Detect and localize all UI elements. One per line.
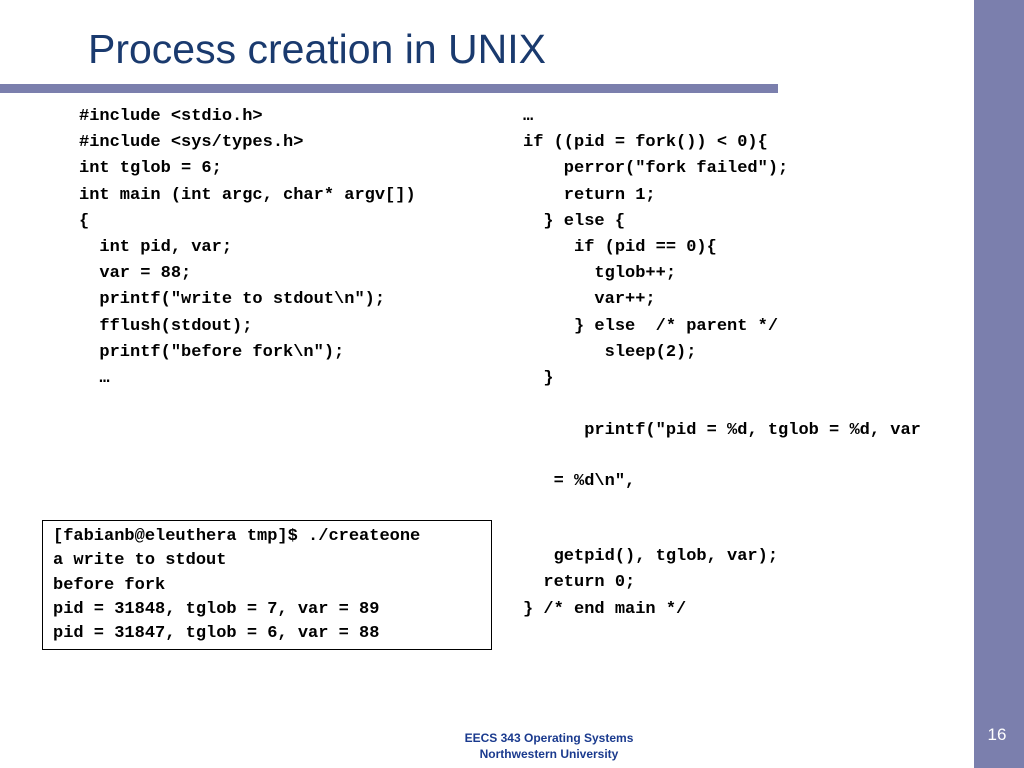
code-line: var = 88;	[79, 264, 192, 284]
code-line: …	[523, 107, 534, 126]
code-line: #include <sys/types.h>	[79, 133, 304, 153]
code-line: sleep(2);	[523, 342, 697, 362]
slide-title: Process creation in UNIX	[88, 26, 547, 72]
footer-university: Northwestern University	[479, 746, 619, 761]
code-line-wrapped: printf("pid = %d, tglob = %d, var = %d\n…	[523, 392, 921, 544]
terminal-line: pid = 31848, tglob = 7, var = 89	[53, 599, 380, 619]
code-line-part: printf("pid = %d, tglob = %d, var	[563, 421, 921, 441]
code-line: perror("fork failed");	[523, 159, 789, 179]
footer-course: EECS 343 Operating Systems	[464, 731, 634, 745]
code-line: getpid(), tglob, var);	[523, 547, 779, 567]
code-line: if (pid == 0){	[523, 238, 717, 258]
terminal-line: pid = 31847, tglob = 6, var = 88	[53, 624, 380, 644]
code-line: {	[79, 211, 90, 231]
code-listing-left: #include <stdio.h> #include <sys/types.h…	[79, 104, 416, 392]
code-line: printf("write to stdout\n");	[79, 290, 386, 310]
code-line-continuation: = %d\n",	[523, 471, 636, 491]
code-line: int main (int argc, char* argv[])	[79, 185, 416, 205]
code-listing-right: … if ((pid = fork()) < 0){ perror("fork …	[523, 104, 921, 623]
code-line: } else /* parent */	[523, 316, 779, 336]
code-line: var++;	[523, 290, 656, 310]
code-line: int pid, var;	[79, 238, 233, 258]
code-line: int tglob = 6;	[79, 159, 222, 179]
terminal-line: [fabianb@eleuthera tmp]$ ./createone	[53, 527, 421, 546]
code-line: }	[523, 369, 554, 389]
code-line: #include <stdio.h>	[79, 107, 263, 126]
code-line: fflush(stdout);	[79, 316, 253, 336]
code-line: return 1;	[523, 185, 656, 205]
code-line: if ((pid = fork()) < 0){	[523, 133, 768, 153]
page-number: 16	[987, 725, 1007, 744]
code-line: printf("before fork\n");	[79, 342, 345, 362]
code-line: return 0;	[523, 573, 636, 593]
terminal-line: a write to stdout	[53, 551, 227, 571]
slide-side-band	[974, 0, 1024, 768]
title-underline-bar	[0, 84, 778, 93]
slide-footer: EECS 343 Operating Systems Northwestern …	[449, 731, 649, 762]
code-line: …	[79, 369, 110, 389]
terminal-output-box: [fabianb@eleuthera tmp]$ ./createone a w…	[42, 520, 492, 650]
code-line: } /* end main */	[523, 599, 687, 619]
code-line: tglob++;	[523, 264, 677, 284]
terminal-line: before fork	[53, 575, 166, 595]
code-line: } else {	[523, 211, 626, 231]
